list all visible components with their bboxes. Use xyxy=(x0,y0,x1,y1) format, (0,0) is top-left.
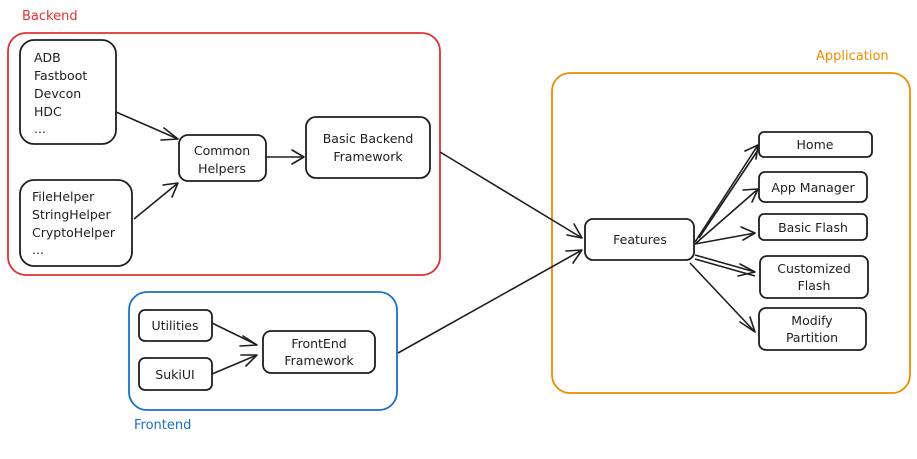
node-tools: ADB Fastboot Devcon HDC ... xyxy=(19,39,117,145)
edge-helpers-to-common-helpers xyxy=(133,182,179,220)
node-basic-flash-label: Basic Flash xyxy=(778,220,848,235)
arrowhead-tools-to-common-helpers xyxy=(160,127,179,141)
edge-tools-to-common-helpers xyxy=(115,111,179,140)
node-frontend-framework: FrontEnd Framework xyxy=(262,330,376,374)
node-app-manager: App Manager xyxy=(758,171,868,203)
node-helpers-line-3: CryptoHelper xyxy=(32,225,116,240)
arrowhead-features-to-basic-flash xyxy=(740,226,756,241)
node-sukiui-label: SukiUI xyxy=(155,367,194,382)
backend-group xyxy=(7,32,441,276)
edge-features-to-home-secondary xyxy=(698,149,759,239)
node-utilities: Utilities xyxy=(138,309,213,342)
application-group-label: Application xyxy=(816,49,889,64)
application-group xyxy=(551,72,911,394)
node-helpers-line-2: StringHelper xyxy=(32,207,111,222)
node-common-helpers-box xyxy=(178,134,267,182)
arrowhead-frontend-framework-to-features xyxy=(565,249,583,264)
edge-features-to-basic-flash xyxy=(694,232,756,245)
node-sukiui-box xyxy=(138,357,213,391)
arrowhead-utilities-to-frontend-framework xyxy=(239,335,258,347)
node-basic-flash: Basic Flash xyxy=(758,213,868,241)
arrowhead-helpers-to-common-helpers xyxy=(162,182,179,198)
backend-group-label: Backend xyxy=(22,9,78,24)
node-basic-backend-framework-box xyxy=(305,116,431,179)
node-tools-line-4: HDC xyxy=(34,104,62,119)
node-basic-backend-framework: Basic Backend Framework xyxy=(305,116,431,179)
edge-sukiui-to-frontend-framework xyxy=(211,354,258,375)
node-app-manager-label: App Manager xyxy=(771,180,855,195)
node-tools-line-1: ADB xyxy=(34,50,61,65)
node-home-label: Home xyxy=(797,137,834,152)
arrowhead-sukiui-to-frontend-framework xyxy=(240,354,258,367)
node-features-label: Features xyxy=(613,232,667,247)
node-customized-flash: Customized Flash xyxy=(759,255,869,299)
node-helpers: FileHelper StringHelper CryptoHelper ... xyxy=(19,179,133,267)
arrowhead-features-to-app-manager xyxy=(742,188,759,203)
edge-features-to-home xyxy=(694,144,759,243)
node-frontend-framework-box xyxy=(262,330,376,374)
arrowhead-common-helpers-to-basic-backend xyxy=(291,149,305,165)
node-customized-flash-box xyxy=(759,255,869,299)
node-customized-flash-line-1: Customized xyxy=(777,261,851,276)
node-modify-partition-line-2: Partition xyxy=(786,330,838,345)
arrowhead-features-to-customized-flash xyxy=(737,263,756,277)
arrowhead-features-to-home xyxy=(744,144,759,160)
node-features: Features xyxy=(584,218,695,261)
node-home: Home xyxy=(758,131,873,158)
node-helpers-box xyxy=(19,179,133,267)
edge-features-to-customized-flash-secondary xyxy=(694,258,756,277)
node-tools-line-2: Fastboot xyxy=(34,68,87,83)
node-frontend-framework-line-1: FrontEnd xyxy=(291,336,346,351)
node-modify-partition-line-1: Modify xyxy=(791,313,833,328)
edge-features-to-modify-partition xyxy=(689,262,756,333)
edge-features-to-app-manager xyxy=(694,188,759,245)
node-app-manager-box xyxy=(758,171,868,203)
edge-features-to-customized-flash xyxy=(694,254,756,273)
edge-basic-backend-to-features xyxy=(439,151,583,239)
edge-utilities-to-frontend-framework xyxy=(211,322,258,346)
node-helpers-line-4: ... xyxy=(32,242,44,257)
arrowhead-basic-backend-to-features xyxy=(566,223,583,239)
node-home-box xyxy=(758,131,873,158)
node-customized-flash-line-2: Flash xyxy=(798,278,831,293)
node-tools-box xyxy=(19,39,117,145)
node-basic-flash-box xyxy=(758,213,868,241)
node-helpers-line-1: FileHelper xyxy=(32,189,95,204)
node-modify-partition-box xyxy=(758,307,867,351)
arrowhead-features-to-modify-partition xyxy=(739,316,756,333)
node-features-box xyxy=(584,218,695,261)
node-common-helpers-line-1: Common xyxy=(194,143,250,158)
frontend-group xyxy=(128,291,398,411)
node-utilities-box xyxy=(138,309,213,342)
node-modify-partition: Modify Partition xyxy=(758,307,867,351)
node-tools-line-3: Devcon xyxy=(34,86,81,101)
node-sukiui: SukiUI xyxy=(138,357,213,391)
node-frontend-framework-line-2: Framework xyxy=(284,353,354,368)
node-basic-backend-framework-line-2: Framework xyxy=(333,149,403,164)
node-utilities-label: Utilities xyxy=(151,318,198,333)
node-tools-line-5: ... xyxy=(34,121,46,136)
edges xyxy=(115,111,759,375)
node-common-helpers-line-2: Helpers xyxy=(198,161,246,176)
frontend-group-label: Frontend xyxy=(134,418,191,433)
edge-frontend-framework-to-features xyxy=(397,249,583,354)
node-common-helpers: Common Helpers xyxy=(178,134,267,182)
node-basic-backend-framework-line-1: Basic Backend xyxy=(323,131,414,146)
